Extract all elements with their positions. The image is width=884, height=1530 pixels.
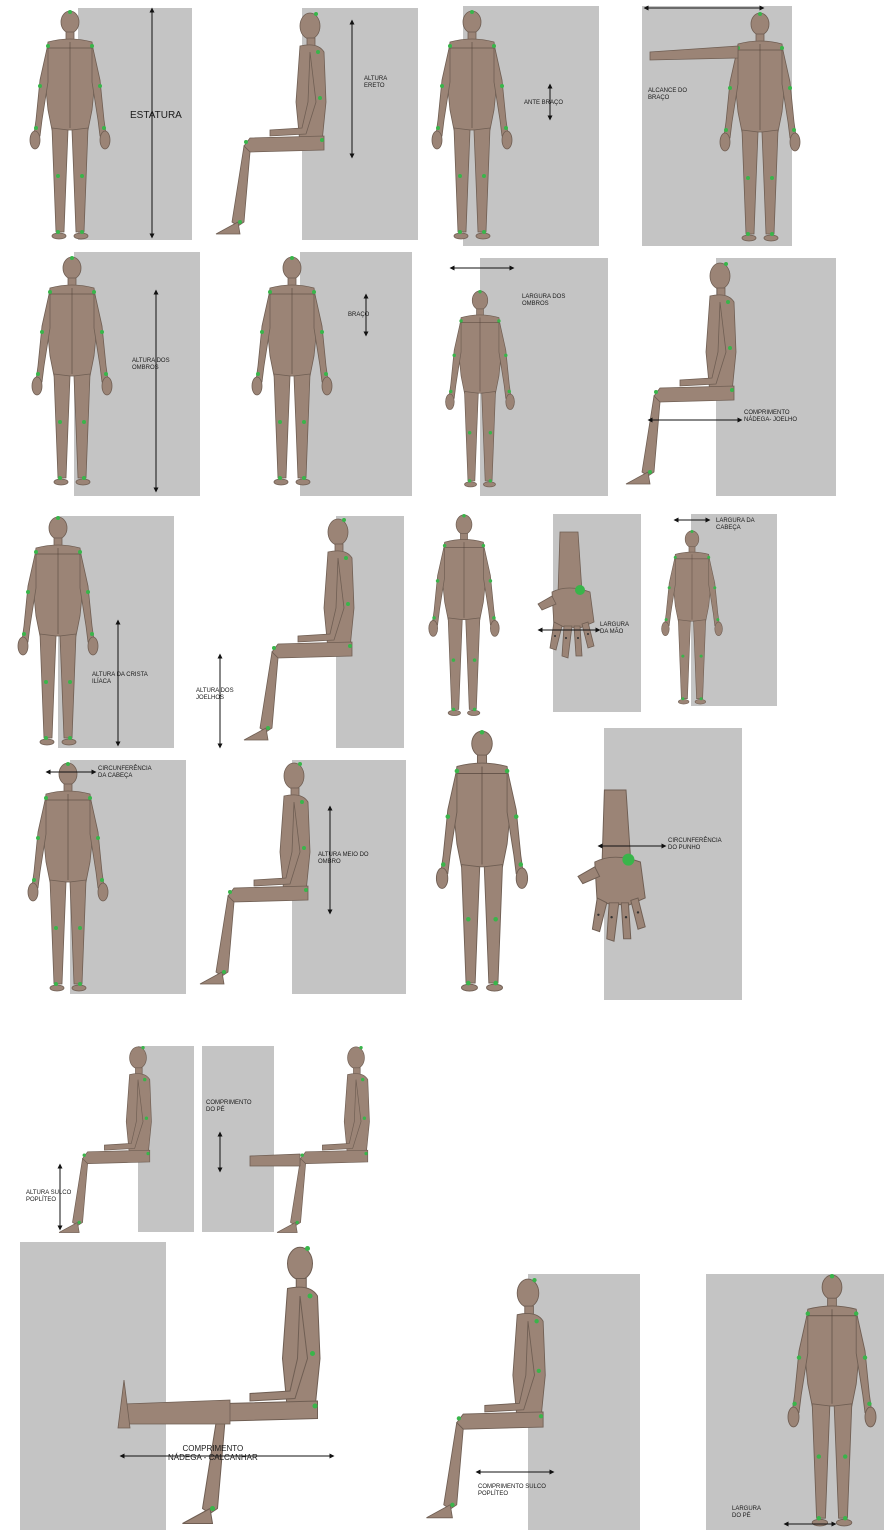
standing-figure <box>662 530 723 704</box>
label-circunferencia-da-cabeca: CIRCUNFERÊNCIA DA CABEÇA <box>98 766 152 780</box>
seated-figure <box>277 1046 369 1232</box>
standing-figure <box>18 516 98 745</box>
label-altura-meio-do-ombro: ALTURA MEIO DO OMBRO <box>318 852 369 866</box>
label-largura-do-pe: LARGURA DO PÉ <box>732 1506 761 1520</box>
standing-figure <box>252 256 332 485</box>
seated-figure <box>59 1046 151 1232</box>
seated-figure <box>244 518 354 740</box>
raised-leg <box>250 1154 300 1166</box>
label-altura-dos-joelhos: ALTURA DOS JOELHOS <box>196 688 234 702</box>
hand-figure <box>578 790 645 941</box>
label-ante-braco: ANTE BRAÇO <box>524 100 563 107</box>
label-comprimento-do-pe: COMPRIMENTO DO PÉ <box>206 1100 252 1114</box>
label-altura-crista-iliaca: ALTURA DA CRISTA ILÍACA <box>92 672 148 686</box>
seated-figure <box>426 1278 545 1518</box>
standing-figure <box>32 256 112 485</box>
label-altura-dos-ombros: ALTURA DOS OMBROS <box>132 358 170 372</box>
label-largura-dos-ombros: LARGURA DOS OMBROS <box>522 294 565 308</box>
label-altura-sulco-popliteo: ALTURA SULCO POPLÍTEO <box>26 1190 71 1204</box>
label-largura-da-mao: LARGURA DA MÃO <box>600 622 629 636</box>
label-comprimento-nadega-joelho: COMPRIMENTO NÁDEGA- JOELHO <box>744 410 797 424</box>
label-altura-ereto: ALTURA ERETO <box>364 76 387 90</box>
seated-figure <box>216 12 326 234</box>
label-comprimento-nadega-calcanhar: COMPRIMENTO NÁDEGA - CALCANHAR <box>168 1444 258 1462</box>
seated-figure <box>626 262 736 484</box>
label-largura-da-cabeca: LARGURA DA CABEÇA <box>716 518 755 532</box>
label-circunferencia-do-punho: CIRCUNFERÊNCIA DO PUNHO <box>668 838 722 852</box>
label-alcance-do-braco: ALCANCE DO BRAÇO <box>648 88 687 102</box>
dimension-lines <box>48 8 834 1524</box>
seated-figure <box>200 762 310 984</box>
standing-figure <box>436 730 527 991</box>
seated-figure <box>183 1246 321 1524</box>
standing-figure <box>28 762 108 991</box>
label-braco: BRAÇO <box>348 312 369 319</box>
label-estatura: ESTATURA <box>130 110 182 121</box>
hand-figure <box>538 532 594 658</box>
standing-figure-back <box>788 1274 876 1526</box>
extended-arm <box>650 46 738 60</box>
standing-figure <box>446 290 515 487</box>
raised-leg <box>118 1380 230 1428</box>
standing-figure <box>432 10 512 239</box>
standing-figure <box>429 514 499 716</box>
standing-figure <box>30 10 110 239</box>
label-comprimento-sulco-popliteo: COMPRIMENTO SULCO POPLÍTEO <box>478 1484 546 1498</box>
